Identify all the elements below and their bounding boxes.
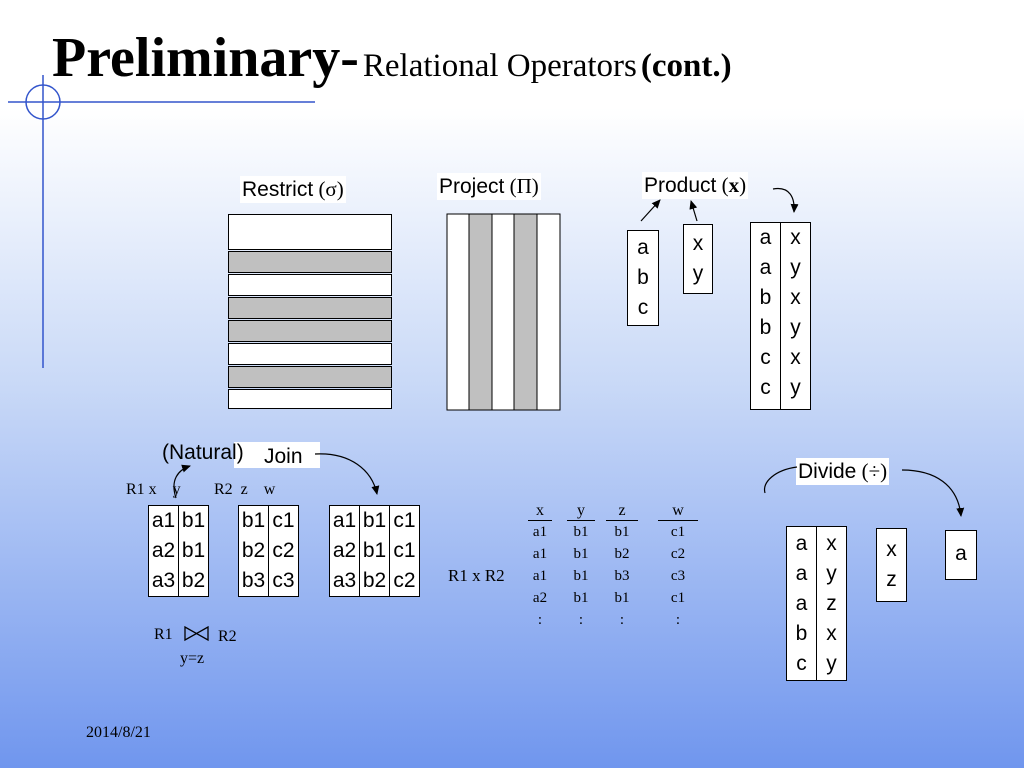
project-diagram (446, 213, 561, 411)
project-label: Project (Π) (437, 173, 541, 200)
join-expr-right: R2 (218, 628, 237, 645)
cross-product-label: R1 x R2 (448, 566, 505, 585)
slide-date: 2014/8/21 (86, 724, 151, 741)
title-sub: Relational Operators (362, 48, 637, 84)
bowtie-icon (184, 626, 209, 642)
join-r1-header: R1 x y (126, 481, 181, 498)
natural-label: (Natural) (162, 441, 244, 464)
join-expr-cond: y=z (180, 650, 205, 667)
divide-label: Divide (÷) (796, 458, 890, 485)
divide-result: a (945, 530, 977, 580)
join-expr-left: R1 (154, 626, 173, 643)
product-label: Product (x) (642, 172, 749, 199)
title-main: Preliminary- (52, 27, 359, 89)
slide-title: Preliminary- Relational Operators (cont.… (52, 26, 732, 90)
restrict-label: Restrict (σ) (240, 176, 346, 203)
join-r2-header: R2 z w (214, 481, 276, 498)
title-cont: (cont.) (640, 48, 732, 84)
join-label: Join (234, 442, 320, 468)
